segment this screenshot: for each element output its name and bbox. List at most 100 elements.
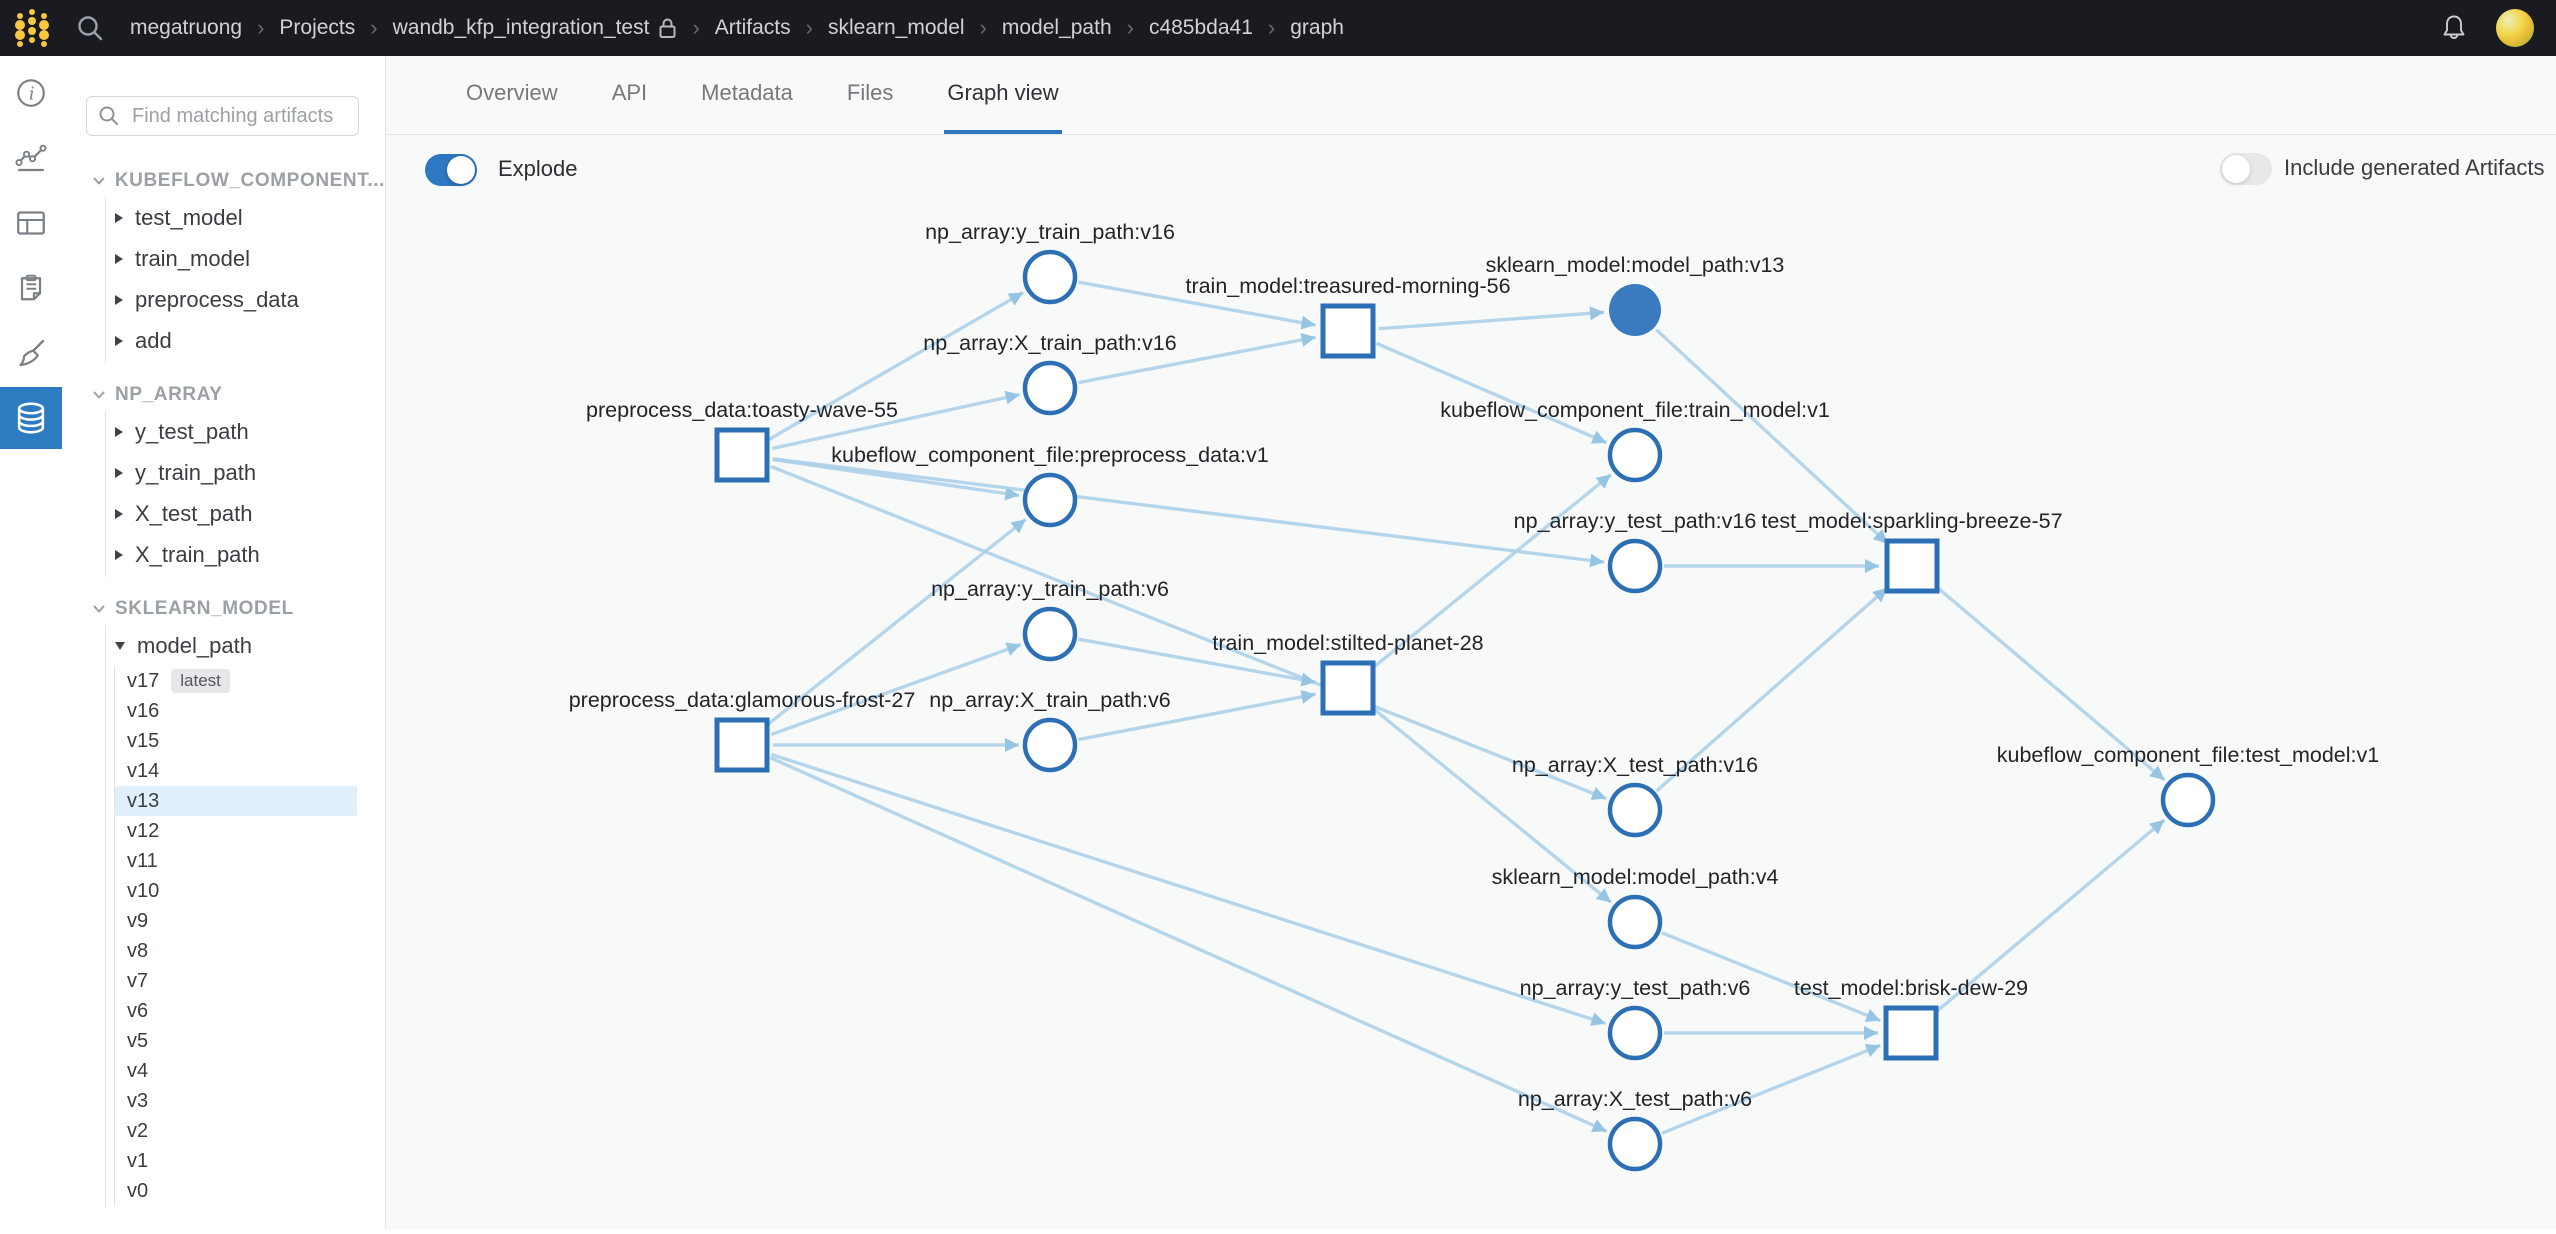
graph-node-run-stilted[interactable] <box>1320 660 1376 716</box>
rail-item-sweeps[interactable] <box>0 322 62 384</box>
graph-node-xtest6[interactable] <box>1607 1116 1663 1172</box>
version-row-v8[interactable]: v8 <box>115 936 357 966</box>
search-input[interactable] <box>130 103 348 129</box>
tree-item-preprocess_data[interactable]: preprocess_data <box>106 279 385 320</box>
latest-badge: latest <box>171 668 230 694</box>
breadcrumb-item[interactable]: Artifacts <box>715 16 791 40</box>
version-row-v0[interactable]: v0 <box>115 1176 357 1206</box>
version-row-v13[interactable]: v13 <box>115 786 357 816</box>
graph-node-ytest16[interactable] <box>1607 538 1663 594</box>
graph-node-xtrain6[interactable] <box>1022 717 1078 773</box>
graph-node-xtest16[interactable] <box>1607 782 1663 838</box>
version-row-v16[interactable]: v16 <box>115 696 357 726</box>
graph-node-run-brisk[interactable] <box>1883 1005 1939 1061</box>
artifact-tree: KUBEFLOW_COMPONENT...test_model train_mod… <box>62 167 385 1208</box>
notifications-bell-icon[interactable] <box>2438 12 2470 44</box>
version-row-v4[interactable]: v4 <box>115 1056 357 1086</box>
search-icon[interactable] <box>64 0 116 56</box>
tree-item-add[interactable]: add <box>106 320 385 361</box>
graph-edge <box>769 756 1608 1133</box>
breadcrumb-item[interactable]: c485bda41 <box>1149 16 1253 40</box>
tree-section-header[interactable]: KUBEFLOW_COMPONENT... <box>62 167 385 195</box>
breadcrumb-item[interactable]: graph <box>1290 16 1344 40</box>
tree-item-X_train_path[interactable]: X_train_path <box>106 534 385 575</box>
tab-graph-view[interactable]: Graph view <box>944 56 1062 134</box>
tab-overview[interactable]: Overview <box>466 80 558 105</box>
graph-node-run-treasured[interactable] <box>1320 303 1376 359</box>
tree-item-label: train_model <box>135 245 250 271</box>
explode-toggle[interactable] <box>425 154 477 186</box>
tree-item-y_train_path[interactable]: y_train_path <box>106 452 385 493</box>
artifact-tabs: Overview API Metadata Files Graph view <box>386 56 2556 135</box>
version-row-v10[interactable]: v10 <box>115 876 357 906</box>
tree-section-header[interactable]: NP_ARRAY <box>62 381 385 409</box>
rail-item-panels[interactable] <box>0 192 62 254</box>
version-row-v11[interactable]: v11 <box>115 846 357 876</box>
graph-node-label: train_model:stilted-planet-28 <box>1212 631 1483 655</box>
include-generated-toggle[interactable] <box>2220 153 2272 185</box>
graph-node-run-glamorous[interactable] <box>714 717 770 773</box>
artifact-search-box[interactable] <box>86 96 359 136</box>
graph-node-ytrain6[interactable] <box>1022 606 1078 662</box>
breadcrumb-item[interactable]: megatruong <box>130 16 242 40</box>
version-row-v9[interactable]: v9 <box>115 906 357 936</box>
rail-item-charts[interactable] <box>0 127 62 189</box>
tree-section-header[interactable]: SKLEARN_MODEL <box>62 595 385 623</box>
triangle-right-icon <box>115 467 123 478</box>
version-row-v5[interactable]: v5 <box>115 1026 357 1056</box>
rail-item-reports[interactable] <box>0 257 62 319</box>
graph-node-ytrain16[interactable] <box>1022 249 1078 305</box>
breadcrumb-item[interactable]: sklearn_model <box>828 16 965 40</box>
tab-metadata[interactable]: Metadata <box>701 80 793 105</box>
graph-node-cfile-pre[interactable] <box>1022 472 1078 528</box>
graph-edge <box>767 291 1025 441</box>
wandb-logo-icon[interactable] <box>0 0 64 56</box>
graph-node-label: preprocess_data:toasty-wave-55 <box>586 398 898 422</box>
tree-section: KUBEFLOW_COMPONENT...test_model train_mod… <box>62 167 385 363</box>
graph-node-ytest6[interactable] <box>1607 1005 1663 1061</box>
graph-node-run-sparkling[interactable] <box>1884 538 1940 594</box>
tree-item-y_test_path[interactable]: y_test_path <box>106 411 385 452</box>
version-row-v6[interactable]: v6 <box>115 996 357 1026</box>
breadcrumb-item[interactable]: wandb_kfp_integration_test <box>393 16 678 40</box>
tree-item-label: add <box>135 327 172 353</box>
graph-edge <box>1655 328 1889 545</box>
tab-files[interactable]: Files <box>846 80 894 105</box>
tab-api[interactable]: API <box>611 80 648 105</box>
tree-item-label: model_path <box>137 632 252 658</box>
tree-item-model_path[interactable]: model_path <box>106 625 385 666</box>
graph-edge <box>1370 706 1613 904</box>
rail-item-artifacts[interactable] <box>0 387 62 449</box>
version-row-v15[interactable]: v15 <box>115 726 357 756</box>
rail-item-overview[interactable]: i <box>0 62 62 124</box>
info-icon: i <box>17 79 45 107</box>
version-row-v3[interactable]: v3 <box>115 1086 357 1116</box>
graph-node-cfile-train[interactable] <box>1607 427 1663 483</box>
graph-node-cfile-test[interactable] <box>2160 772 2216 828</box>
graph-node-label: np_array:X_train_path:v16 <box>923 331 1176 355</box>
breadcrumb-item[interactable]: Projects <box>279 16 355 40</box>
graph-node-model13[interactable] <box>1609 284 1661 336</box>
graph-node-label: train_model:treasured-morning-56 <box>1185 274 1510 298</box>
version-row-v2[interactable]: v2 <box>115 1116 357 1146</box>
version-row-v7[interactable]: v7 <box>115 966 357 996</box>
graph-node-run-toasty[interactable] <box>714 427 770 483</box>
graph-edge <box>770 752 1607 1026</box>
graph-node-model4[interactable] <box>1607 894 1663 950</box>
tree-item-X_test_path[interactable]: X_test_path <box>106 493 385 534</box>
tree-item-test_model[interactable]: test_model <box>106 197 385 238</box>
breadcrumb-item[interactable]: model_path <box>1002 16 1112 40</box>
version-row-v1[interactable]: v1 <box>115 1146 357 1176</box>
tree-item-train_model[interactable]: train_model <box>106 238 385 279</box>
version-row-v14[interactable]: v14 <box>115 756 357 786</box>
breadcrumb-item-label: megatruong <box>130 16 243 39</box>
graph-node-label: sklearn_model:model_path:v4 <box>1492 865 1779 889</box>
version-row-v12[interactable]: v12 <box>115 816 357 846</box>
version-label: v11 <box>127 849 158 872</box>
avatar[interactable] <box>2496 9 2534 47</box>
tree-item-label: X_train_path <box>135 541 260 567</box>
graph-node-xtrain16[interactable] <box>1022 360 1078 416</box>
graph-edge <box>770 464 1607 801</box>
